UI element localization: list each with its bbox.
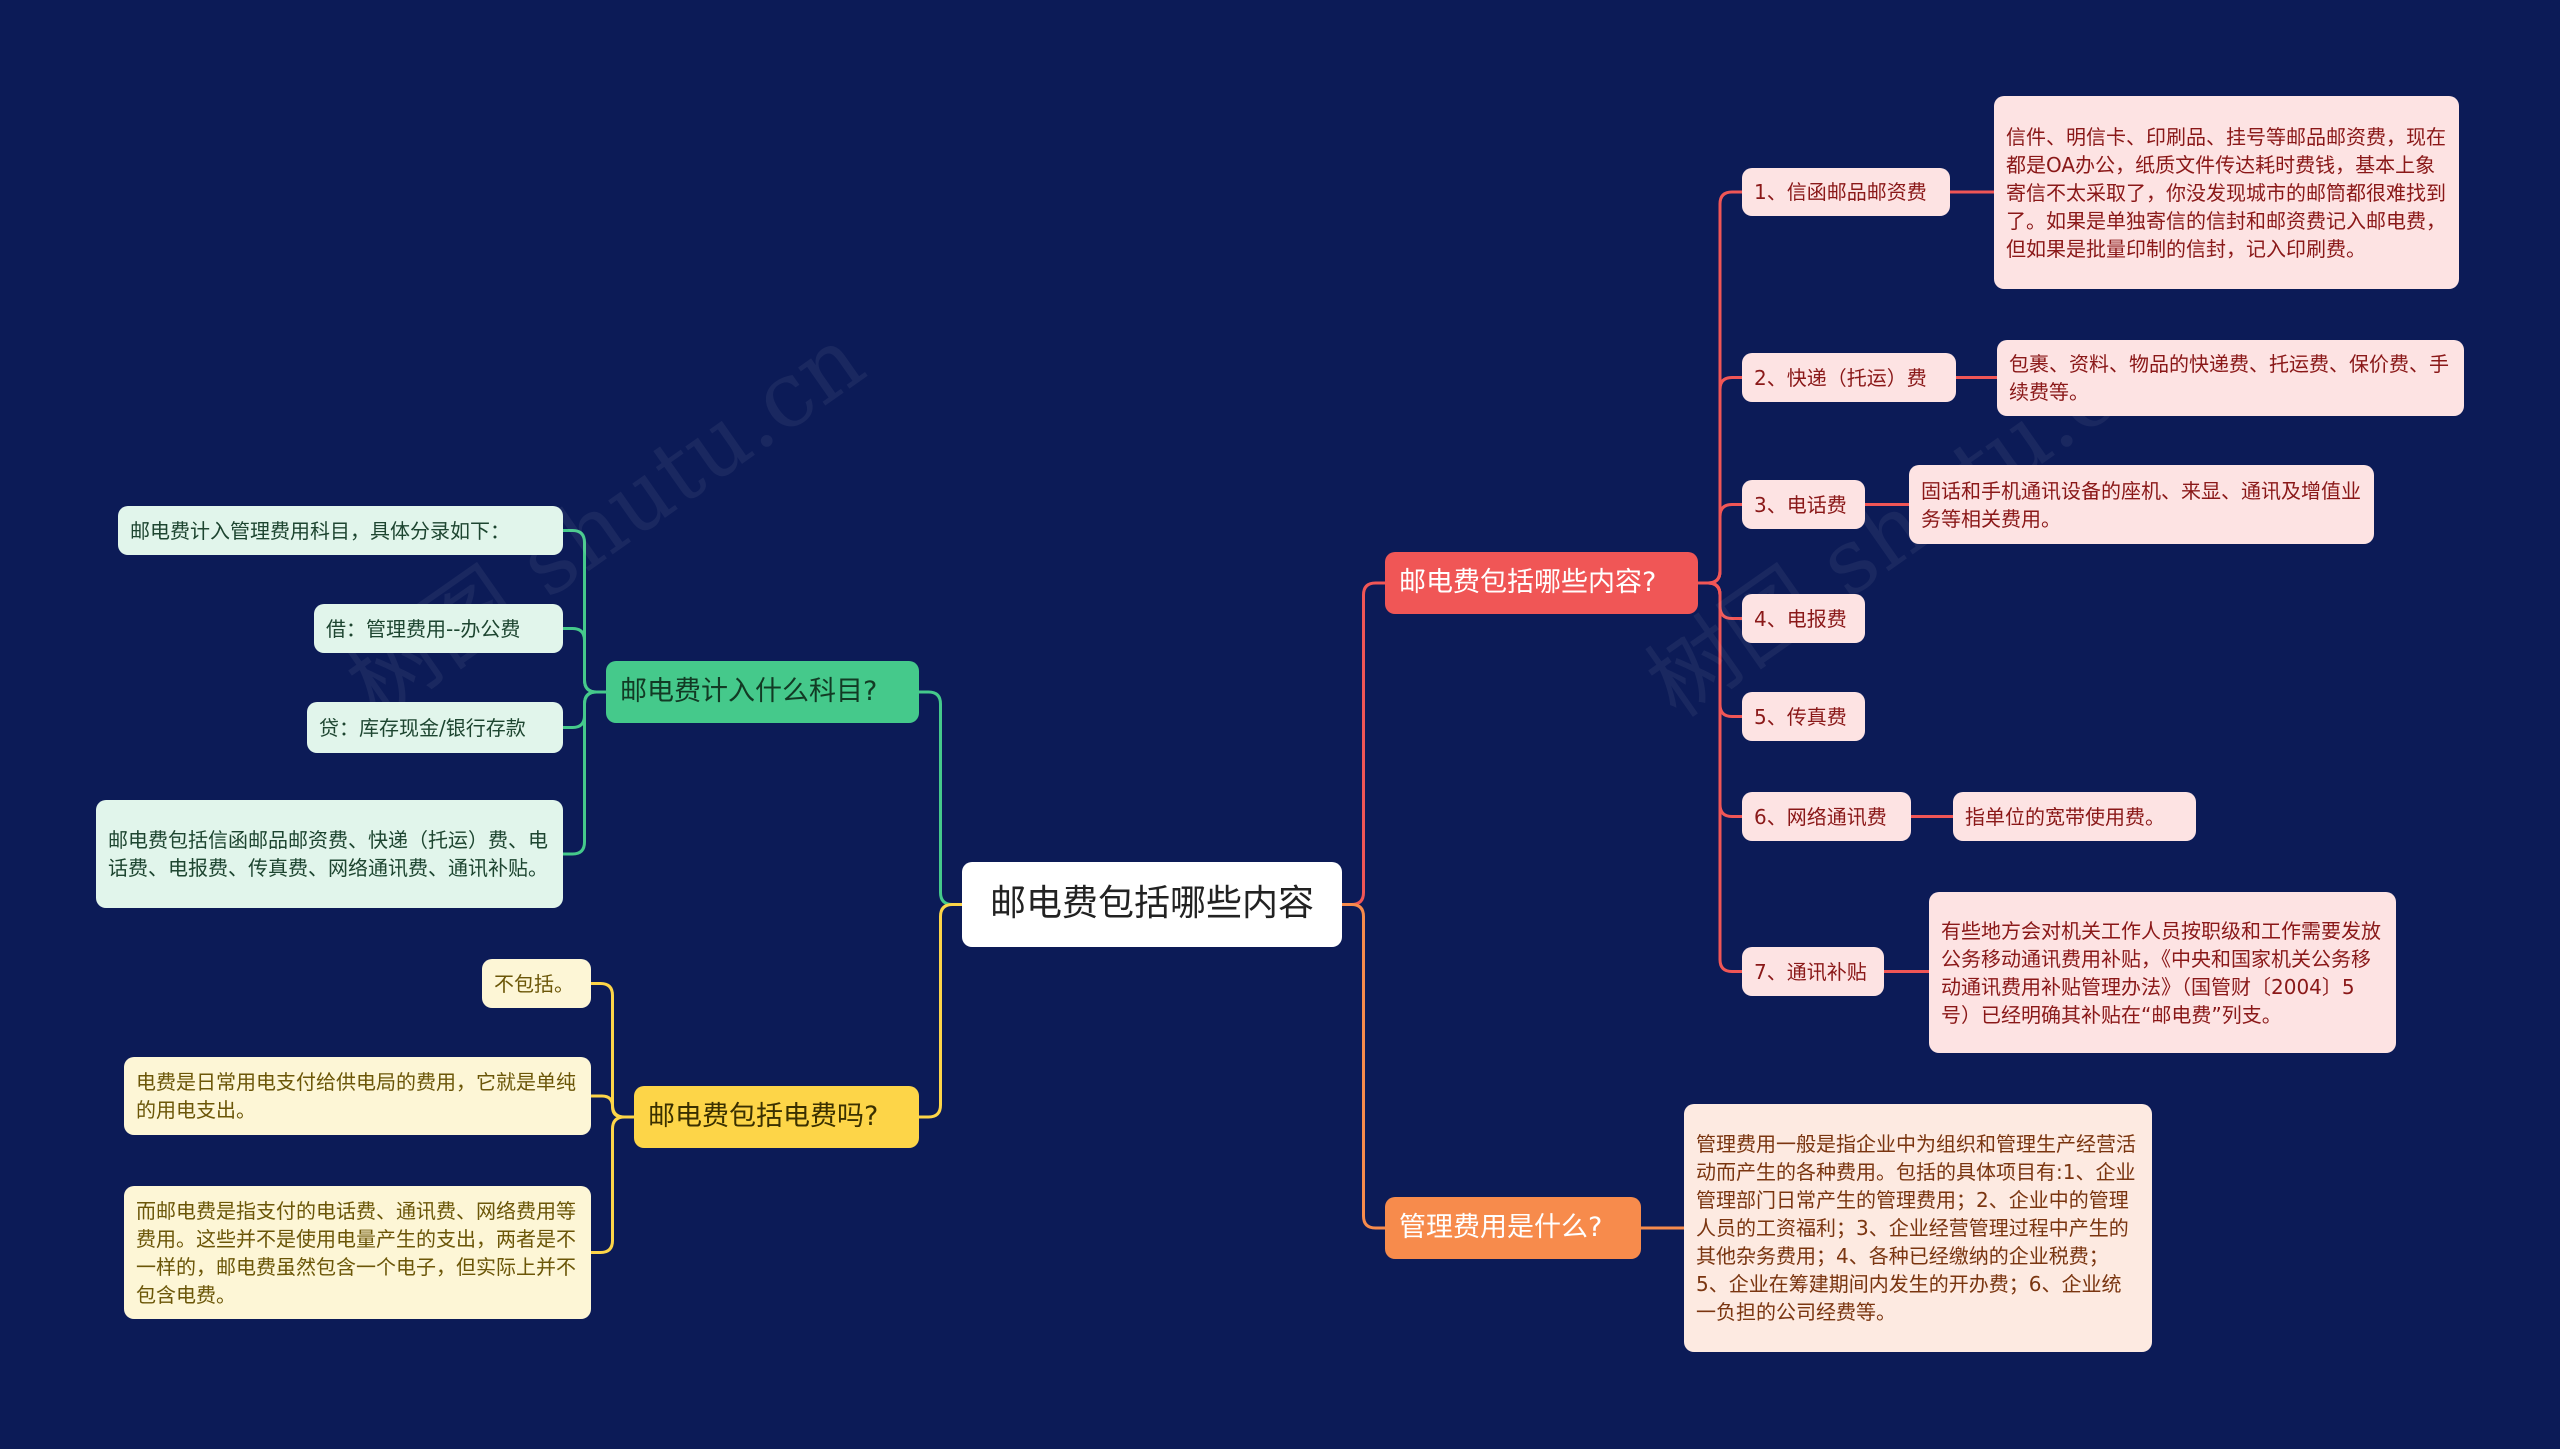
connector-line [1342, 581, 1385, 906]
central-topic[interactable]: 邮电费包括哪些内容 [962, 862, 1342, 947]
account-item[interactable]: 贷：库存现金/银行存款 [307, 702, 563, 753]
content-item[interactable]: 2、快递（托运）费 [1742, 353, 1956, 402]
content-item[interactable]: 5、传真费 [1742, 692, 1865, 741]
connector-line [1698, 503, 1742, 585]
connector-line [563, 690, 606, 856]
content-detail[interactable]: 有些地方会对机关工作人员按职级和工作需要发放公务移动通讯费用补贴，《中央和国家机… [1929, 892, 2396, 1053]
branch-admin-expense[interactable]: 管理费用是什么? [1385, 1197, 1641, 1259]
electricity-item[interactable]: 不包括。 [482, 959, 591, 1008]
content-detail[interactable]: 指单位的宽带使用费。 [1953, 792, 2196, 841]
content-item[interactable]: 6、网络通讯费 [1742, 792, 1911, 841]
connector-line [919, 690, 962, 906]
electricity-item[interactable]: 电费是日常用电支付给供电局的费用，它就是单纯的用电支出。 [124, 1057, 591, 1135]
electricity-item[interactable]: 而邮电费是指支付的电话费、通讯费、网络费用等费用。这些并不是使用电量产生的支出，… [124, 1186, 591, 1319]
connector-line [1698, 581, 1742, 973]
content-item[interactable]: 3、电话费 [1742, 480, 1865, 529]
content-detail[interactable]: 固话和手机通讯设备的座机、来显、通讯及增值业务等相关费用。 [1909, 465, 2374, 544]
admin-expense-detail[interactable]: 管理费用一般是指企业中为组织和管理生产经营活动而产生的各种费用。包括的具体项目有… [1684, 1104, 2152, 1352]
content-item[interactable]: 4、电报费 [1742, 594, 1865, 643]
connector-line [591, 1115, 634, 1254]
branch-electricity[interactable]: 邮电费包括电费吗? [634, 1086, 919, 1148]
branch-contents[interactable]: 邮电费包括哪些内容? [1385, 552, 1698, 614]
account-item[interactable]: 借：管理费用--办公费 [314, 604, 563, 653]
branch-account-subject[interactable]: 邮电费计入什么科目? [606, 661, 919, 723]
content-detail[interactable]: 包裹、资料、物品的快递费、托运费、保价费、手续费等。 [1997, 340, 2464, 416]
connector-line [919, 903, 962, 1119]
content-item[interactable]: 7、通讯补贴 [1742, 947, 1884, 996]
content-detail[interactable]: 信件、明信卡、印刷品、挂号等邮品邮资费，现在都是OA办公，纸质文件传达耗时费钱，… [1994, 96, 2459, 289]
account-item[interactable]: 邮电费包括信函邮品邮资费、快递（托运）费、电话费、电报费、传真费、网络通讯费、通… [96, 800, 563, 908]
connector-line [1342, 903, 1385, 1230]
content-item[interactable]: 1、信函邮品邮资费 [1742, 168, 1950, 216]
connector-line [563, 627, 606, 694]
account-item[interactable]: 邮电费计入管理费用科目，具体分录如下： [118, 506, 563, 555]
